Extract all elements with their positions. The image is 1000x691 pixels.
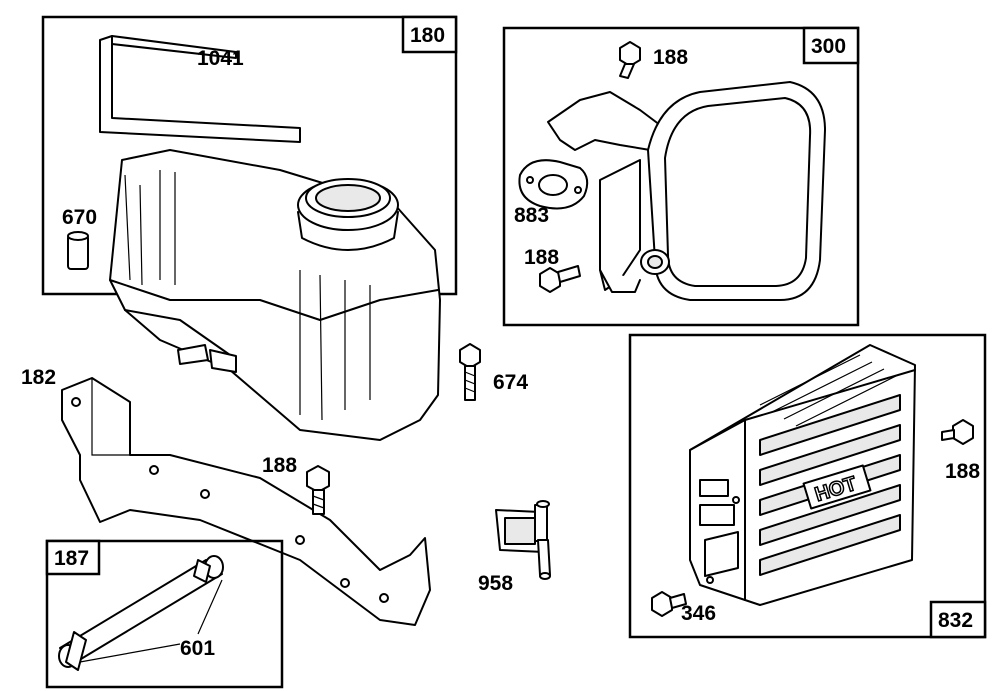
shutoff-valve-part bbox=[495, 500, 551, 580]
spacer-part bbox=[67, 231, 89, 270]
heat-guard-part: HOT bbox=[689, 344, 916, 606]
muffler-bottom-screw-callout: 188 bbox=[524, 246, 559, 269]
tank-support-callout: 182 bbox=[21, 366, 56, 389]
guard-kit-frame bbox=[628, 333, 987, 639]
guard-screw-right-callout: 188 bbox=[945, 460, 980, 483]
clamp-part bbox=[65, 559, 211, 671]
clamp-leader-lines bbox=[79, 579, 223, 663]
guard-kit-group: 832 188 346 bbox=[628, 333, 987, 639]
muffler-top-screw-callout: 188 bbox=[653, 46, 688, 69]
fuel-tank-kit-group: 180 1041 670 bbox=[41, 15, 458, 441]
muffler-bottom-screw-part bbox=[539, 265, 581, 293]
clamp-callout: 601 bbox=[180, 637, 215, 660]
tank-support-screw-part bbox=[306, 465, 330, 515]
tank-support-screw-callout: 188 bbox=[262, 454, 297, 477]
fuel-tank-part bbox=[109, 149, 441, 441]
fuel-line-kit-badge bbox=[45, 539, 101, 576]
tank-support-part bbox=[61, 377, 431, 626]
shutoff-valve-callout: 958 bbox=[478, 572, 513, 595]
tank-screw-callout: 674 bbox=[493, 371, 528, 394]
gasket-callout: 883 bbox=[514, 204, 549, 227]
fuel-tank-kit-badge-label: 180 bbox=[410, 24, 445, 47]
guard-kit-badge bbox=[929, 600, 987, 639]
tank-bracket-part bbox=[99, 35, 301, 143]
muffler-part bbox=[547, 81, 826, 301]
tank-screw-part bbox=[459, 343, 481, 401]
muffler-top-screw-part bbox=[619, 41, 641, 79]
fuel-tank-kit-badge bbox=[401, 15, 458, 54]
gasket-part bbox=[518, 159, 589, 210]
tank-bracket-callout: 1041 bbox=[197, 47, 244, 70]
fuel-line-kit-frame bbox=[45, 539, 284, 689]
muffler-kit-badge-label: 300 bbox=[811, 35, 846, 58]
muffler-kit-badge bbox=[802, 26, 860, 65]
guard-screw-left-part bbox=[651, 591, 687, 617]
fuel-line-kit-group: 187 601 bbox=[45, 539, 284, 689]
fuel-line-kit-badge-label: 187 bbox=[54, 547, 89, 570]
guard-screw-left-callout: 346 bbox=[681, 602, 716, 625]
muffler-kit-frame bbox=[502, 26, 860, 327]
guard-kit-badge-label: 832 bbox=[938, 609, 973, 632]
guard-screw-right-part bbox=[941, 419, 974, 445]
muffler-kit-group: 300 188 883 188 bbox=[502, 26, 860, 327]
spacer-callout: 670 bbox=[62, 206, 97, 229]
